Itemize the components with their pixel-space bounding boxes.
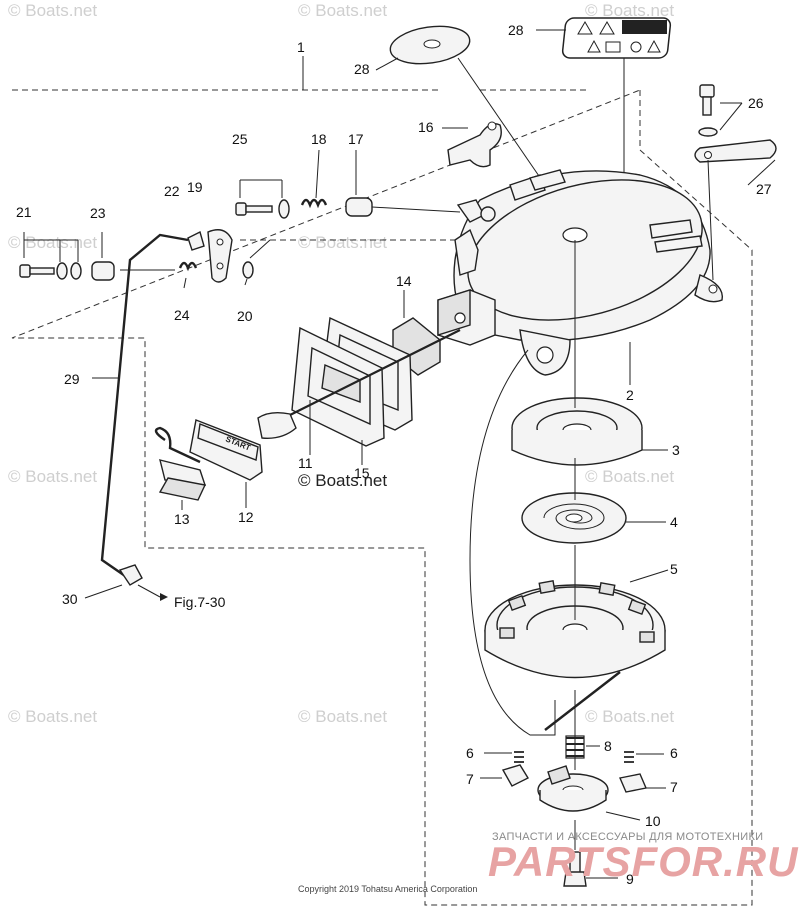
callout-20: 20 [237,308,253,324]
screw-washer-25 [235,179,290,219]
warning-triangle-icon [587,39,601,53]
callout-13: 13 [174,511,190,527]
watermark: © Boats.net [585,707,674,726]
callout-11: 11 [298,455,313,471]
brand-watermark: ЗАПЧАСТИ И АКСЕССУАРЫ ДЛЯ МОТОТЕХНИКИ PA… [488,831,799,885]
watermark: © Boats.net [298,707,387,726]
watermark: © Boats.net [8,467,97,486]
rod-clip [84,564,168,601]
starter-rope [289,329,461,416]
ratchets-7 [480,764,666,793]
link-rod [92,233,189,579]
callout-26: 26 [748,95,764,111]
spring-18 [300,149,328,209]
sleeve-17 [345,150,461,217]
callout-7: 7 [466,771,474,787]
center-axis [469,240,621,770]
callout-3: 3 [672,442,680,458]
copyright-text: Copyright 2019 Tohatsu America Corporati… [298,884,477,894]
watermark: © Boats.net [298,1,387,20]
callout-5: 5 [670,561,678,577]
callout-24: 24 [174,307,190,323]
strap [694,139,777,281]
spiral-spring [521,492,666,544]
watermark: © Boats.net [585,1,674,20]
watermark: © Boats.net [8,707,97,726]
callout-8: 8 [604,738,612,754]
callout-21: 21 [16,204,32,220]
callout-30: 30 [62,591,78,607]
decal-disc [389,25,577,231]
callout-28: 28 [508,22,524,38]
strap-leader-line [707,159,714,281]
watermark: © Boats.net [8,233,97,252]
center-screw [563,820,618,887]
warning-triangle-icon [647,39,661,53]
callout-6: 6 [466,745,474,761]
watermarks: © Boats.net © Boats.net © Boats.net © Bo… [8,1,674,726]
strap-leader-line-27 [747,159,776,186]
starter-cam [447,121,502,168]
assembly-boundary [11,89,753,906]
warning-label [561,17,672,205]
watermark: © Boats.net [298,233,387,252]
callout-17: 17 [348,131,364,147]
callout-22: 22 [164,183,180,199]
callout-25: 25 [232,131,248,147]
callout-1: 1 [297,39,305,55]
callout-28: 28 [354,61,370,77]
watermark: © Boats.net [8,1,97,20]
callout-14: 14 [396,273,412,289]
callout-27: 27 [756,181,772,197]
callout-16: 16 [418,119,434,135]
callout-labels: 1 2 3 4 5 6 6 7 7 8 9 10 11 12 13 14 15 … [16,22,772,887]
callout-18: 18 [311,131,327,147]
callout-6: 6 [670,745,678,761]
arrow-icon [160,593,168,601]
spring-8 [565,735,600,759]
callout-23: 23 [90,205,106,221]
bolt-washer [698,84,743,137]
circle-icon [630,41,642,53]
brand-subtitle: ЗАПЧАСТИ И АКСЕССУАРЫ ДЛЯ МОТОТЕХНИКИ [492,831,763,843]
starter-case [453,169,724,376]
watermark: © Boats.net [585,467,674,486]
lever-hardware [19,229,271,289]
callout-10: 10 [645,813,661,829]
warning-triangle-icon [577,21,593,35]
callout-7: 7 [670,779,678,795]
callout-19: 19 [187,179,203,195]
springs-6 [484,751,664,763]
disc-leader-line-28 [375,57,399,71]
callout-9: 9 [626,871,634,887]
callout-12: 12 [238,509,254,525]
lever-holder [437,199,496,346]
brand-name: PARTSFOR.RU [488,838,799,885]
warning-triangle-icon [599,21,615,35]
callout-29: 29 [64,371,80,387]
starter-handle: START [189,329,461,508]
rope-end-plug [154,426,207,510]
book-icon [605,41,621,53]
ratchet-plate [537,765,641,821]
callout-2: 2 [626,387,634,403]
callout-4: 4 [670,514,678,530]
callout-15: 15 [354,465,370,481]
center-watermark: © Boats.net [298,471,387,490]
grommets [291,316,413,465]
figure-reference: Fig.7-30 [174,594,226,610]
rope-reel [484,569,669,679]
pulley-cover [511,397,668,466]
